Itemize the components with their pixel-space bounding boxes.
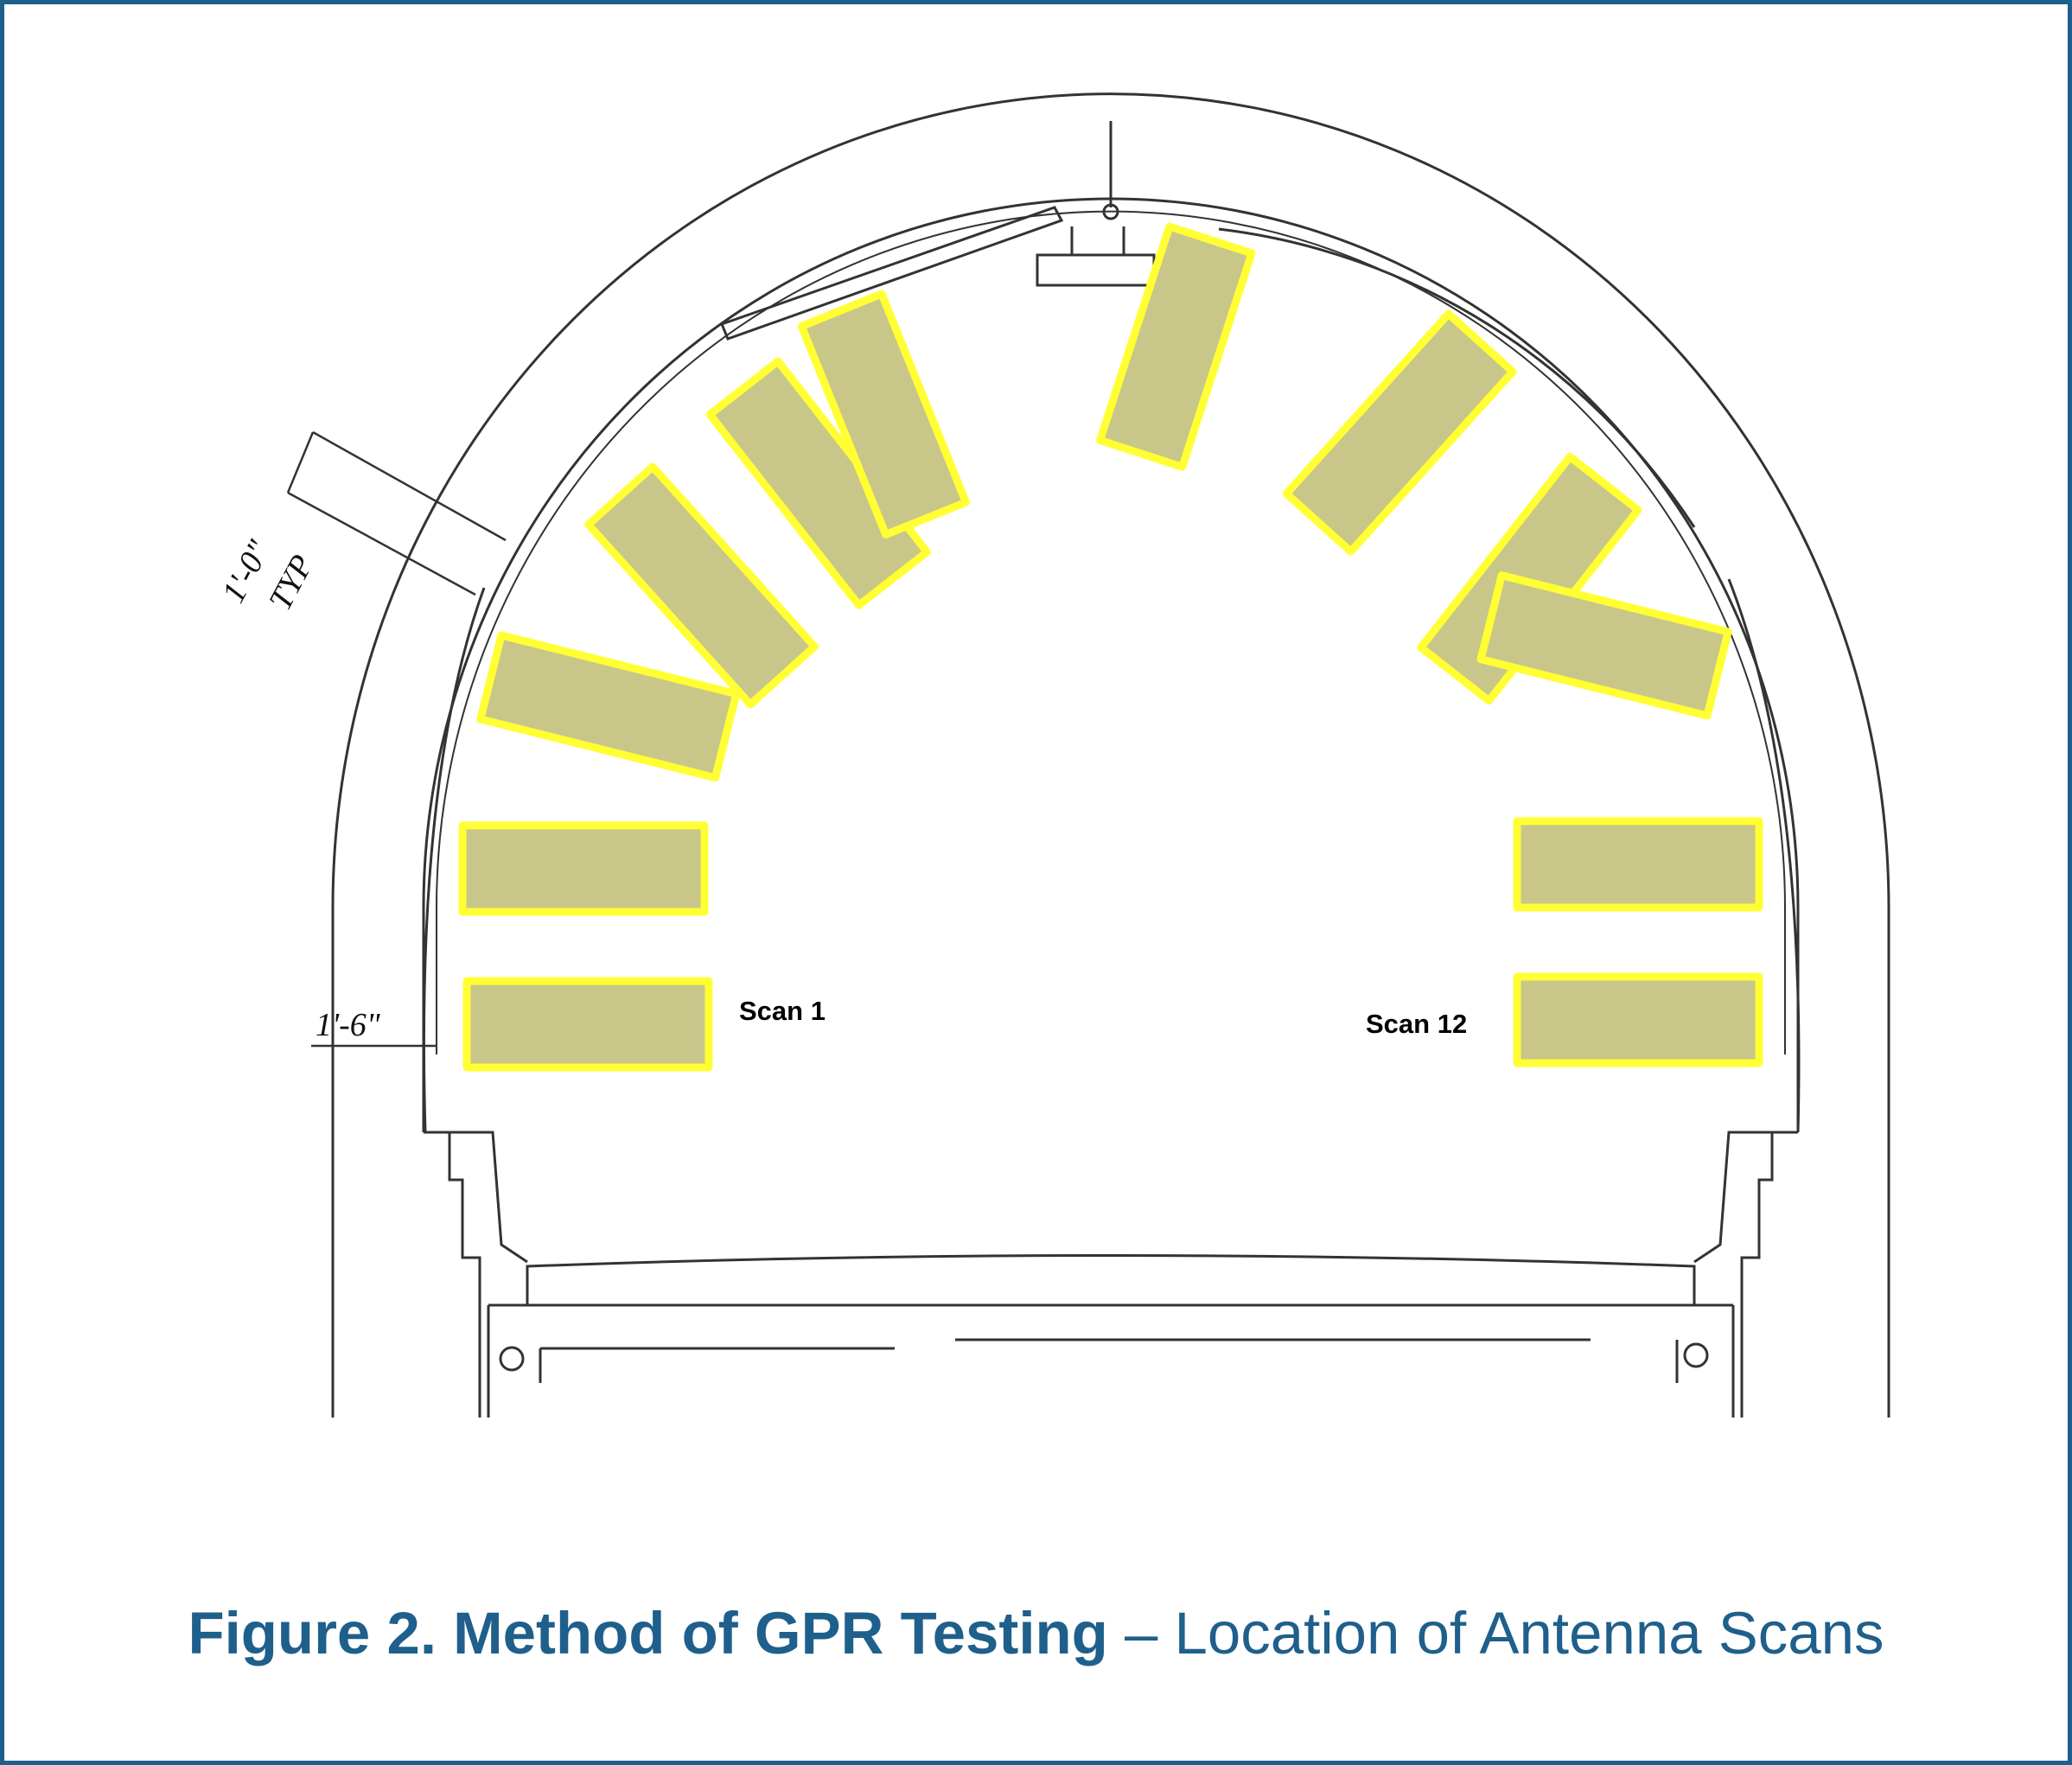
crown-dimension-lines (286, 430, 507, 596)
roadway-slab (526, 1254, 1696, 1307)
side-panel-left (422, 587, 486, 1133)
crown-strip-left (720, 206, 1064, 341)
scan-rect-3 (476, 631, 741, 782)
drain-right (1683, 1342, 1709, 1368)
scan-1-label: Scan 1 (739, 996, 826, 1026)
tunnel-outline (286, 92, 1890, 1418)
caption-title: Figure 2. Method of GPR Testing (188, 1600, 1108, 1666)
right-inner-wall (1693, 1131, 1785, 1264)
antenna-scans (458, 222, 1763, 1072)
scan-rect-2 (458, 821, 709, 916)
wall-thickness-text: 1'-6" (316, 1007, 381, 1043)
scan-12-label: Scan 12 (1366, 1009, 1467, 1039)
crown-fixture-hanger (1070, 121, 1125, 255)
scan-rect-10 (1476, 571, 1732, 720)
scan-rect-6 (797, 290, 970, 539)
arch-segment-right (1218, 227, 1696, 528)
inner-face (436, 210, 1786, 1055)
scan-rect-4 (584, 462, 819, 709)
caption-subtitle: – Location of Antenna Scans (1107, 1600, 1884, 1666)
scan-rect-1 (462, 977, 713, 1072)
right-wall-step (1740, 1131, 1798, 1418)
drain-left (499, 1346, 525, 1372)
crown-dimension-label: 1'-0" TYP (215, 534, 321, 616)
left-wall-step (424, 1131, 481, 1418)
scan-rect-12 (1513, 972, 1763, 1067)
scan-rect-8 (1282, 309, 1517, 556)
scan-rect-11 (1513, 817, 1763, 912)
left-inner-wall (437, 1131, 528, 1264)
crown-fixture (1036, 253, 1156, 287)
side-panel-right (1727, 578, 1801, 1133)
crown-fixture-bolt (1102, 203, 1119, 220)
figure-caption: Figure 2. Method of GPR Testing – Locati… (0, 1599, 2072, 1667)
scan-rect-7 (1096, 222, 1256, 471)
outer-arch (331, 92, 1890, 1418)
sub-slab (487, 1303, 1735, 1418)
